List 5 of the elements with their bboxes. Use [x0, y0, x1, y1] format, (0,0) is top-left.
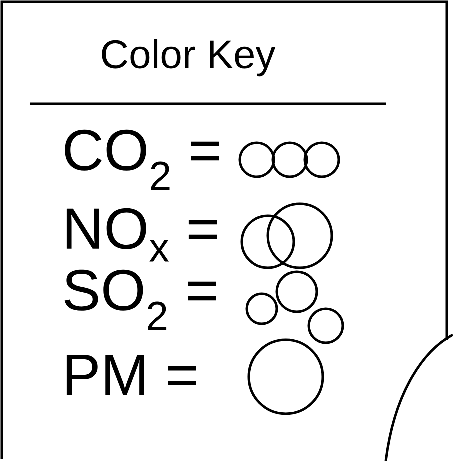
title: Color Key: [102, 39, 276, 77]
legend-label: PM =: [66, 355, 196, 395]
legend-label: CO$_{2}$ =: [65, 130, 220, 190]
legend-label: SO$_{2}$ =: [64, 270, 216, 330]
legend-label: NO$_{x}$ =: [66, 208, 218, 262]
